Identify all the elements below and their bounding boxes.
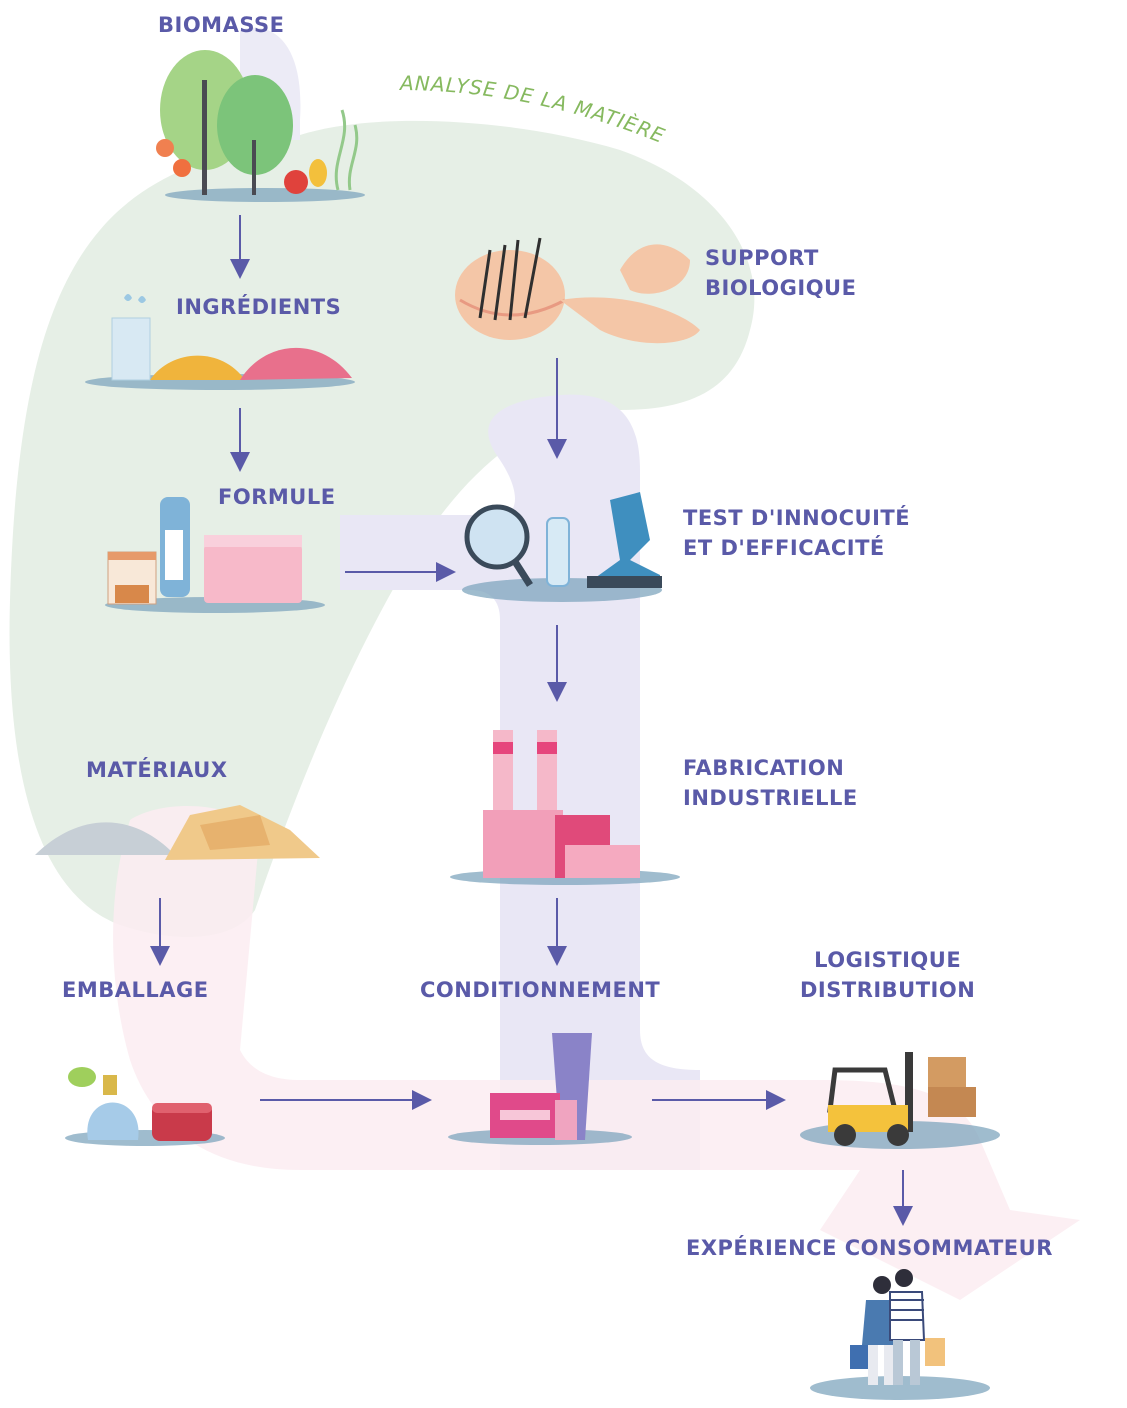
label-experience-consommateur: EXPÉRIENCE CONSOMMATEUR — [686, 1236, 1053, 1260]
label-fabrication-line1: FABRICATION — [683, 756, 845, 780]
label-biomasse: BIOMASSE — [158, 13, 285, 37]
label-test: TEST D'INNOCUITÉ ET D'EFFICACITÉ — [683, 503, 910, 563]
lab-tools-icon — [464, 492, 662, 588]
label-test-line1: TEST D'INNOCUITÉ — [683, 506, 911, 530]
shoppers-icon — [850, 1269, 945, 1385]
label-emballage: EMBALLAGE — [62, 978, 209, 1002]
label-formule: FORMULE — [218, 485, 336, 509]
cosmetics-jars-icon — [107, 497, 302, 605]
skin-hair-icon — [455, 237, 700, 344]
label-test-line2: ET D'EFFICACITÉ — [683, 536, 885, 560]
powders-icon — [111, 294, 352, 381]
label-support-biologique: SUPPORT BIOLOGIQUE — [705, 243, 856, 303]
label-logistique-line2: DISTRIBUTION — [800, 978, 976, 1002]
cream-packaging-icon — [490, 1033, 592, 1140]
label-support-line2: BIOLOGIQUE — [705, 276, 857, 300]
label-materiaux: MATÉRIAUX — [86, 758, 228, 782]
label-logistique-line1: LOGISTIQUE — [814, 948, 962, 972]
perfume-jar-icon — [68, 1067, 212, 1141]
label-conditionnement: CONDITIONNEMENT — [420, 978, 661, 1002]
forklift-icon — [827, 1052, 976, 1146]
flow-arrows — [150, 215, 913, 1226]
label-fabrication-line2: INDUSTRIELLE — [683, 786, 858, 810]
factory-icon — [483, 730, 640, 878]
raw-materials-icon — [35, 805, 320, 860]
label-fabrication: FABRICATION INDUSTRIELLE — [683, 753, 858, 813]
label-ingredients: INGRÉDIENTS — [176, 295, 342, 319]
trees-icon — [156, 50, 359, 195]
label-logistique-distribution: LOGISTIQUE DISTRIBUTION — [800, 945, 975, 1005]
label-support-line1: SUPPORT — [705, 246, 819, 270]
